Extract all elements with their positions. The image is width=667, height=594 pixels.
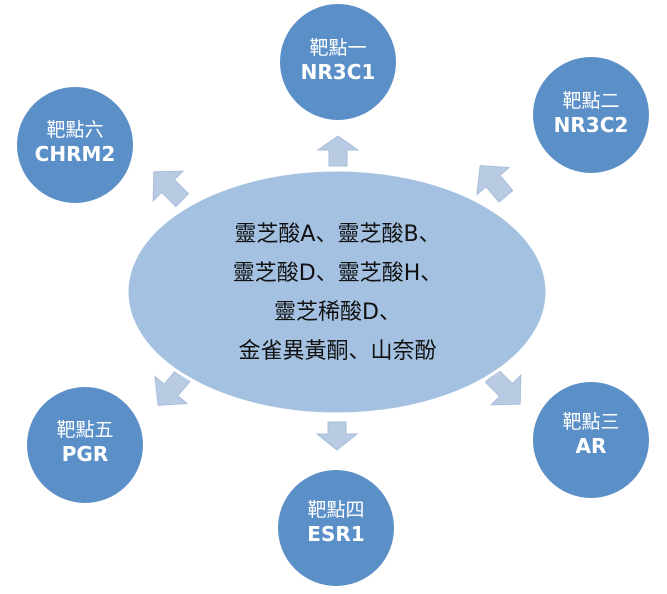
target-6-label: 靶點六 CHRM2 — [10, 118, 140, 166]
target-4-label: 靶點四 ESR1 — [271, 498, 401, 546]
compound-line-2: 靈芝酸D、靈芝酸H、 — [232, 261, 443, 286]
target-5-label: 靶點五 PGR — [20, 418, 150, 466]
compound-list: 靈芝酸A、靈芝酸B、 靈芝酸D、靈芝酸H、 靈芝稀酸D、 金雀異黃酮、山奈酚 — [130, 215, 545, 371]
target-2-title: 靶點二 — [562, 90, 620, 112]
target-6-circle — [13, 83, 137, 207]
compound-line-1: 靈芝酸A、靈芝酸B、 — [234, 222, 441, 247]
target-3-code: AR — [575, 434, 607, 458]
target-1-circle — [276, 0, 400, 124]
target-4-code: ESR1 — [307, 522, 365, 546]
target-6-title: 靶點六 — [46, 119, 104, 141]
arrow-to-target-6 — [152, 170, 190, 208]
target-5-code: PGR — [61, 442, 109, 466]
target-3-label: 靶點三 AR — [526, 410, 656, 458]
arrow-to-target-1 — [316, 135, 360, 167]
target-5-circle — [23, 383, 147, 507]
target-3-circle — [529, 378, 653, 502]
target-2-code: NR3C2 — [553, 113, 629, 137]
target-4-circle — [274, 466, 398, 590]
target-4-title: 靶點四 — [307, 499, 365, 521]
compound-line-4: 金雀異黃酮、山奈酚 — [238, 339, 437, 364]
compound-line-3: 靈芝稀酸D、 — [274, 300, 401, 325]
arrow-to-target-2 — [476, 165, 514, 203]
target-2-label: 靶點二 NR3C2 — [526, 89, 656, 137]
target-6-code: CHRM2 — [34, 142, 116, 166]
arrow-to-target-3 — [484, 368, 522, 406]
target-5-title: 靶點五 — [56, 419, 114, 441]
target-2-circle — [529, 53, 653, 177]
arrow-to-target-4 — [315, 421, 359, 451]
target-1-code: NR3C1 — [300, 60, 376, 84]
target-1-title: 靶點一 — [309, 37, 367, 59]
target-1-label: 靶點一 NR3C1 — [273, 36, 403, 84]
arrow-to-target-5 — [154, 368, 192, 406]
center-ellipse — [125, 168, 549, 416]
target-3-title: 靶點三 — [562, 411, 620, 433]
